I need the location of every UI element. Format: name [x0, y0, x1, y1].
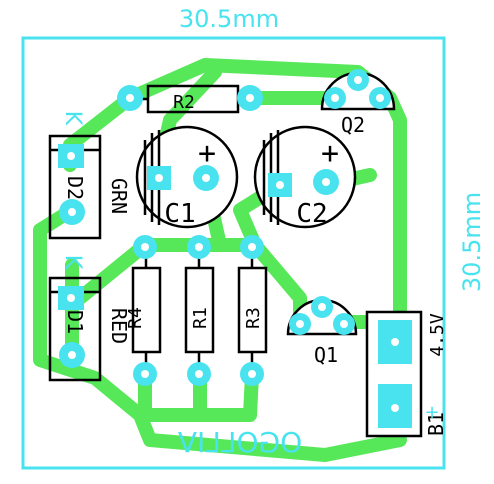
d1-cathode-marking: K	[60, 255, 85, 270]
c1-label: C1	[164, 199, 195, 229]
r4-label: R4	[125, 307, 146, 329]
c1-polarity-marking: +	[198, 136, 216, 171]
d1-color-label: RED	[107, 308, 131, 344]
r2-label: R2	[173, 92, 195, 113]
c2-polarity-marking: +	[321, 136, 339, 171]
d2-color-label: GRN	[107, 178, 131, 214]
q2-label: Q2	[341, 113, 365, 137]
c2-capacitor-outline	[253, 125, 357, 229]
d1-label: D1	[63, 310, 87, 334]
board-outline	[21, 36, 446, 470]
d1-diode-body	[48, 276, 102, 382]
r3-label: R3	[243, 307, 264, 329]
r1-label: R1	[190, 307, 211, 329]
b1-label: B1	[424, 412, 448, 436]
solder-pads	[58, 69, 412, 428]
b1-voltage-label: 4.5V	[427, 313, 448, 357]
board-name-label: OGOLLIV	[178, 426, 302, 459]
width-dimension-label: 30.5mm	[179, 5, 279, 33]
c2-label: C2	[296, 199, 327, 229]
b1-polarity-marking: +	[424, 402, 439, 423]
d2-label: D2	[63, 176, 87, 200]
d2-diode-body	[48, 134, 102, 240]
d2-cathode-marking: K	[60, 111, 85, 126]
height-dimension-label: 30.5mm	[458, 192, 486, 292]
q1-label: Q1	[314, 343, 338, 367]
